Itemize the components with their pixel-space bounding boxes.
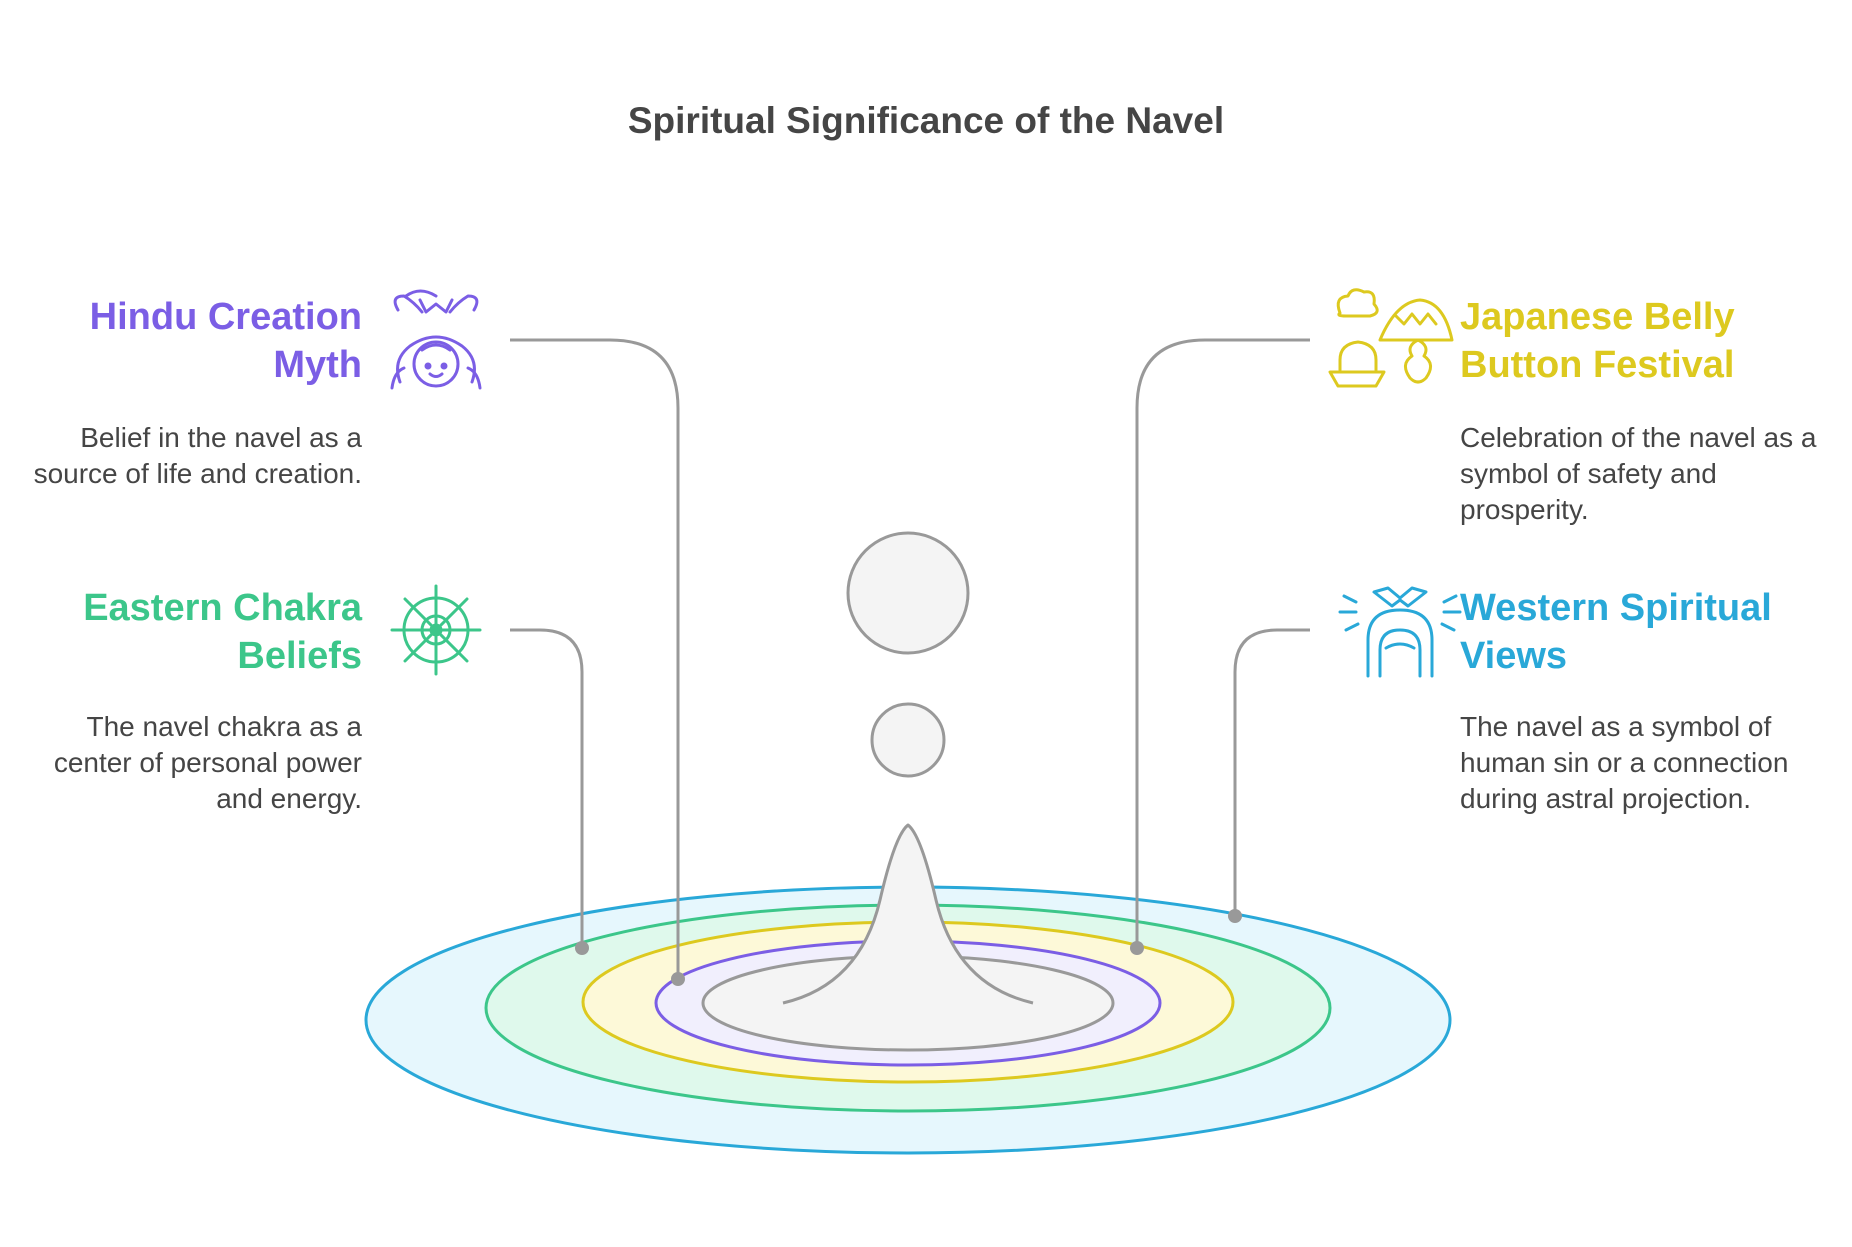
splash-peak — [782, 823, 1034, 1005]
connector-dot-hindu — [671, 972, 685, 986]
chakra-wheel-icon — [390, 584, 482, 676]
page-title: Spiritual Significance of the Navel — [627, 100, 1225, 141]
western-spiritual-views-description: The navel as a symbol of human sin or a … — [1460, 711, 1789, 814]
connector-japan — [1135, 338, 1310, 948]
connector-western — [1233, 628, 1310, 916]
western-spiritual-views-title: Western Spiritual Views — [1460, 587, 1772, 677]
eastern-chakra-beliefs-description: The navel chakra as a center of personal… — [53, 711, 362, 814]
japanese-belly-button-festival-description: Celebration of the navel as a symbol of … — [1460, 422, 1817, 525]
japanese-belly-button-festival-title: Japanese Belly Button Festival — [1460, 296, 1735, 386]
drop-large — [846, 531, 970, 655]
connector-dot-chakra — [575, 941, 589, 955]
connector-dot-japan — [1130, 941, 1144, 955]
eastern-chakra-beliefs-title: Eastern Chakra Beliefs — [83, 587, 362, 677]
spiritual-figure-icon — [1338, 586, 1462, 678]
connector-hindu — [510, 338, 680, 979]
hindu-creation-myth-title: Hindu Creation Myth — [89, 296, 362, 386]
deity-icon — [390, 289, 482, 390]
connector-chakra — [510, 628, 584, 948]
festival-icon — [1328, 288, 1454, 388]
hindu-creation-myth-description: Belief in the navel as a source of life … — [33, 422, 362, 489]
connector-dot-western — [1228, 909, 1242, 923]
drop-small — [870, 702, 946, 778]
